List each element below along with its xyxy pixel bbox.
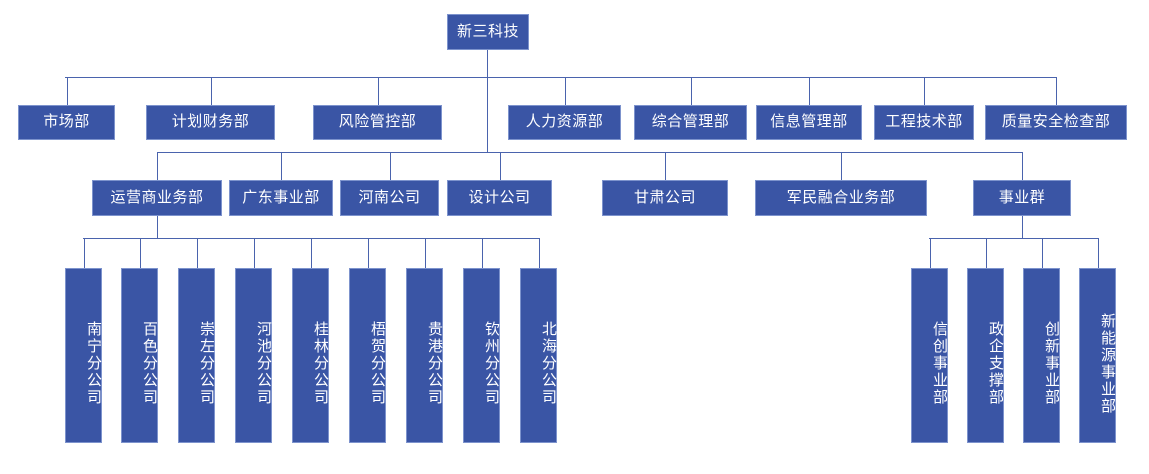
business-unit-drop-connector-6 [1022, 152, 1023, 180]
org-node-root[interactable]: 新三科技 [447, 14, 529, 50]
org-node-branch-1[interactable]: 百色分公司 [121, 268, 158, 443]
org-node-business-unit-1[interactable]: 广东事业部 [229, 180, 333, 216]
org-node-department-3[interactable]: 人力资源部 [508, 105, 621, 140]
department-drop-connector-0 [67, 77, 68, 105]
division-bus-connector [929, 238, 1098, 239]
business-unit-drop-connector-4 [665, 152, 666, 180]
org-node-department-7[interactable]: 质量安全检查部 [985, 105, 1127, 140]
branch-drop-connector-5 [368, 238, 369, 268]
department-drop-connector-4 [691, 77, 692, 105]
branch-drop-connector-2 [197, 238, 198, 268]
branch-drop-connector-6 [425, 238, 426, 268]
org-node-department-1[interactable]: 计划财务部 [146, 105, 275, 140]
org-node-business-unit-6[interactable]: 事业群 [973, 180, 1071, 216]
business-unit-drop-connector-5 [841, 152, 842, 180]
org-node-branch-5[interactable]: 梧贺分公司 [349, 268, 386, 443]
department-drop-connector-2 [378, 77, 379, 105]
org-node-branch-7[interactable]: 钦州分公司 [463, 268, 500, 443]
org-node-department-4[interactable]: 综合管理部 [634, 105, 747, 140]
branch-drop-connector-0 [84, 238, 85, 268]
org-node-branch-3[interactable]: 河池分公司 [235, 268, 272, 443]
telecom-drop-connector [157, 216, 158, 238]
business-unit-bus-connector [157, 152, 1023, 153]
org-node-branch-2[interactable]: 崇左分公司 [178, 268, 215, 443]
branch-drop-connector-3 [254, 238, 255, 268]
department-drop-connector-7 [1056, 77, 1057, 105]
org-node-division-1[interactable]: 政企支撑部 [967, 268, 1004, 443]
branch-drop-connector-8 [539, 238, 540, 268]
org-node-business-unit-5[interactable]: 军民融合业务部 [755, 180, 927, 216]
department-bus-connector [65, 77, 1057, 78]
org-node-department-0[interactable]: 市场部 [18, 105, 115, 140]
org-node-branch-4[interactable]: 桂林分公司 [292, 268, 329, 443]
business-unit-drop-connector-3 [500, 152, 501, 180]
group-drop-connector [1022, 216, 1023, 238]
division-drop-connector-2 [1042, 238, 1043, 268]
org-node-department-6[interactable]: 工程技术部 [874, 105, 974, 140]
org-node-branch-6[interactable]: 贵港分公司 [406, 268, 443, 443]
root-to-business-unit-connector [487, 77, 488, 152]
org-node-division-2[interactable]: 创新事业部 [1023, 268, 1060, 443]
business-unit-drop-connector-0 [157, 152, 158, 180]
division-drop-connector-3 [1098, 238, 1099, 268]
branch-drop-connector-7 [482, 238, 483, 268]
department-drop-connector-5 [809, 77, 810, 105]
branch-drop-connector-4 [311, 238, 312, 268]
org-node-branch-8[interactable]: 北海分公司 [520, 268, 557, 443]
branch-drop-connector-1 [140, 238, 141, 268]
org-node-division-0[interactable]: 信创事业部 [911, 268, 948, 443]
org-node-department-5[interactable]: 信息管理部 [756, 105, 862, 140]
org-node-division-3[interactable]: 新能源事业部 [1079, 268, 1116, 443]
division-drop-connector-1 [986, 238, 987, 268]
org-node-department-2[interactable]: 风险管控部 [313, 105, 442, 140]
division-drop-connector-0 [930, 238, 931, 268]
department-drop-connector-6 [924, 77, 925, 105]
org-node-business-unit-2[interactable]: 河南公司 [340, 180, 439, 216]
org-node-branch-0[interactable]: 南宁分公司 [65, 268, 102, 443]
business-unit-drop-connector-1 [281, 152, 282, 180]
business-unit-drop-connector-2 [390, 152, 391, 180]
root-drop-connector [487, 50, 488, 77]
department-drop-connector-1 [211, 77, 212, 105]
org-node-business-unit-0[interactable]: 运营商业务部 [92, 180, 222, 216]
org-node-business-unit-3[interactable]: 设计公司 [447, 180, 552, 216]
department-drop-connector-3 [565, 77, 566, 105]
org-node-business-unit-4[interactable]: 甘肃公司 [602, 180, 728, 216]
